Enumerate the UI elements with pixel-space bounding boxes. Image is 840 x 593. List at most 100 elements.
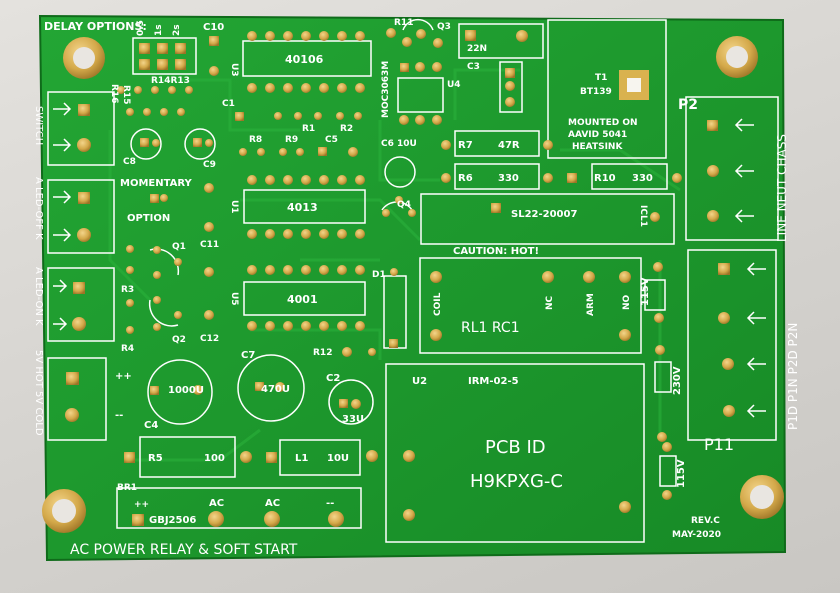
ref-p11: P11 <box>704 435 734 454</box>
mounting-hole-top-right <box>716 36 758 78</box>
c4-value: 1000U <box>168 385 204 396</box>
ref-r3: R3 <box>121 285 134 295</box>
moc-part: MOC3063M <box>381 61 391 118</box>
power-pins-label: P1D P1N P2D P2N <box>786 323 800 430</box>
ref-r8: R8 <box>249 135 262 145</box>
relay-no-label: NO <box>622 294 632 310</box>
mounting-hole-bottom-right <box>740 475 784 519</box>
br-ac1: AC <box>209 498 224 509</box>
ref-u1: U1 <box>229 200 239 214</box>
r10-value: 330 <box>632 173 653 184</box>
copper-traces <box>108 68 681 462</box>
c2-value: 33U <box>342 414 364 425</box>
pcb-id-line2: H9KPXG-C <box>470 471 563 492</box>
l1-value: 10U <box>327 453 349 464</box>
r6-value: 330 <box>498 173 519 184</box>
ref-q3: Q3 <box>437 22 451 32</box>
ref-br1: BR1 <box>117 483 137 493</box>
ref-icl1: ICL1 <box>638 205 648 227</box>
ic-u3-part: 40106 <box>285 53 324 66</box>
ref-c8: C8 <box>123 157 136 167</box>
ref-c1: C1 <box>222 99 235 109</box>
ref-c3: C3 <box>467 62 480 72</box>
br-minus: -- <box>326 498 334 509</box>
board-revision: REV.C <box>691 516 720 526</box>
relay-arm-label: ARM <box>586 293 596 316</box>
ref-q1: Q1 <box>172 242 186 252</box>
ref-r11: R11 <box>394 18 413 28</box>
ref-r5: R5 <box>148 453 163 464</box>
mounting-hole-top-left <box>63 37 105 79</box>
ref-r12: R12 <box>313 348 332 358</box>
psu-part: IRM-02-5 <box>468 376 519 387</box>
heatsink-line3: HEATSINK <box>572 142 623 152</box>
pcb-id-line1: PCB ID <box>485 437 546 458</box>
ref-d1: D1 <box>372 270 386 280</box>
ref-u2: U2 <box>412 376 427 387</box>
ref-r7: R7 <box>458 140 473 151</box>
delay-option-2s: 2s <box>172 24 182 36</box>
relay-coil-label: COIL <box>433 292 443 316</box>
voltage-115v-bottom: 115V <box>676 459 687 488</box>
ref-c11: C11 <box>200 240 219 250</box>
bridge-part: GBJ2506 <box>149 515 196 526</box>
board-date: MAY-2020 <box>672 530 721 540</box>
voltage-230v: 230V <box>672 366 683 395</box>
ref-c9: C9 <box>203 160 216 170</box>
ref-c4: C4 <box>144 420 158 431</box>
delay-options-label: DELAY OPTIONS: <box>44 20 147 33</box>
br-plus: ++ <box>134 500 149 510</box>
board-title: AC POWER RELAY & SOFT START <box>70 542 298 558</box>
ref-c10: C10 <box>203 22 224 33</box>
ref-c2: C2 <box>326 373 340 384</box>
ref-q4: Q4 <box>397 200 411 210</box>
chassis-label: LINE NEUT CHASS <box>775 134 789 242</box>
ref-r6: R6 <box>458 173 473 184</box>
supply-label: 5V HOT 5V COLD <box>33 350 44 436</box>
ref-r10: R10 <box>594 173 616 184</box>
caution-label: CAUTION: HOT! <box>453 246 539 257</box>
ic-u1-part: 4013 <box>287 201 318 214</box>
switch-label: SWITCH <box>33 106 44 145</box>
ref-r9: R9 <box>285 135 298 145</box>
ref-c6: C6 10U <box>381 139 417 149</box>
ref-c7: C7 <box>241 350 255 361</box>
r7-value: 47R <box>498 140 520 151</box>
ref-t1: T1 <box>595 73 607 83</box>
silkscreen-outlines <box>47 18 779 543</box>
ref-p2: P2 <box>678 97 698 113</box>
icl-part: SL22-20007 <box>511 209 577 220</box>
ref-u5: U5 <box>229 292 239 306</box>
momentary-label: MOMENTARY <box>120 178 193 189</box>
r5-value: 100 <box>204 453 225 464</box>
heatsink-line2: AAVID 5041 <box>568 130 627 140</box>
t1-part: BT139 <box>580 87 612 97</box>
ref-u3: U3 <box>229 63 239 77</box>
supply-minus: -- <box>115 410 123 421</box>
voltage-115v-top: 115V <box>640 277 651 306</box>
relay-label: RL1 RC1 <box>461 320 520 336</box>
option-label: OPTION <box>127 213 170 224</box>
mounting-hole-bottom-left <box>42 489 86 533</box>
ref-r14r13: R14R13 <box>151 76 190 86</box>
ref-q2: Q2 <box>172 335 186 345</box>
relay-nc-label: NC <box>545 295 555 310</box>
supply-plus: ++ <box>115 371 132 382</box>
ref-u4: U4 <box>447 80 461 90</box>
c3-value: 22N <box>467 44 487 54</box>
ref-c5: C5 <box>325 135 338 145</box>
ref-c12: C12 <box>200 334 219 344</box>
ref-r15: R15 <box>121 85 131 104</box>
ref-r2: R2 <box>340 124 353 134</box>
c7-value: 470U <box>261 384 290 395</box>
ref-l1: L1 <box>295 453 308 464</box>
pcb-board <box>38 14 787 562</box>
led-on-label: A LED-ON K <box>33 267 44 326</box>
ref-r1: R1 <box>302 124 315 134</box>
ref-r4: R4 <box>121 344 134 354</box>
delay-option-1s: 1s <box>154 24 164 36</box>
ref-r16: R16 <box>109 84 119 103</box>
solder-pads <box>65 28 735 527</box>
delay-option-0-5: 0.5 <box>136 20 146 36</box>
